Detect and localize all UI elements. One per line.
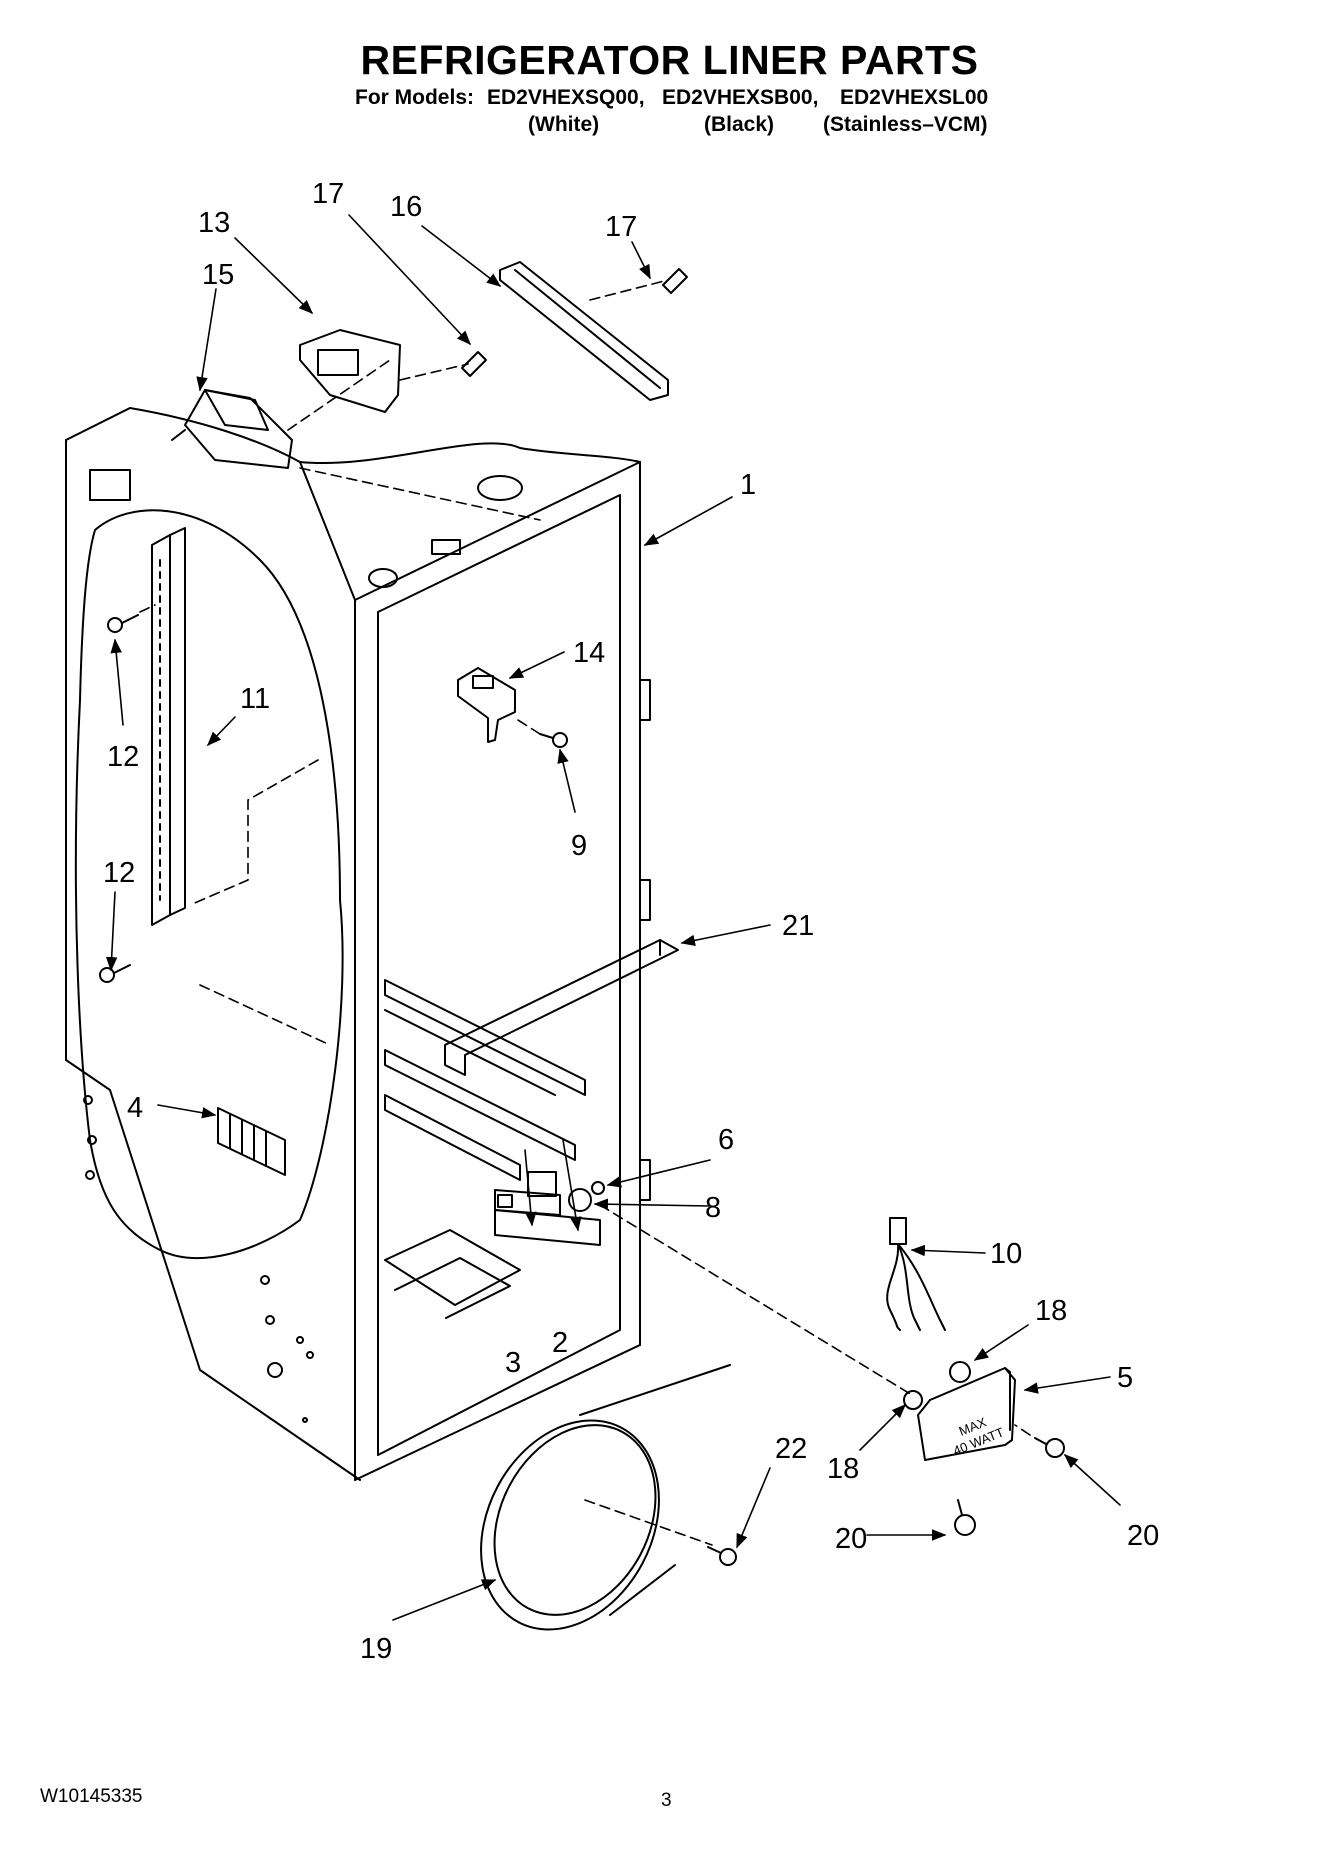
alignment-lines [139, 279, 1031, 1546]
part-20-bulb-lower [954, 1499, 976, 1536]
callout-13: 13 [198, 207, 230, 239]
part-20-bulb-right [1034, 1437, 1065, 1458]
screw-17-right [662, 268, 688, 294]
part-15-housing [171, 389, 293, 469]
screw-17-left [461, 351, 487, 377]
callout-19: 19 [360, 1633, 392, 1665]
part-18-clip-upper [949, 1361, 971, 1383]
callout-18-lower: 18 [827, 1453, 859, 1485]
page-title: REFRIGERATOR LINER PARTS [360, 37, 979, 83]
part-18-clip-lower [903, 1390, 923, 1410]
part-4-vent [217, 1107, 286, 1176]
callout-22: 22 [775, 1433, 807, 1465]
page-number: 3 [661, 1790, 672, 1811]
part-19-tubing [480, 1364, 731, 1631]
callout-14: 14 [573, 637, 605, 669]
model-stainless: ED2VHEXSL00 [840, 86, 989, 109]
part-6-nut [591, 1181, 605, 1195]
color-black: (Black) [704, 113, 775, 136]
part-10-wire-harness [886, 1217, 946, 1331]
callout-10: 10 [990, 1238, 1022, 1270]
models-label: For Models: [355, 86, 474, 109]
callout-1: 1 [740, 469, 756, 501]
callout-11: 11 [240, 683, 270, 715]
callout-12-upper: 12 [107, 741, 139, 773]
callout-4: 4 [127, 1092, 143, 1124]
callout-numbers: 1 2 3 4 5 6 8 9 10 11 12 12 13 14 15 16 … [103, 178, 1159, 1665]
screw-22 [707, 1546, 737, 1566]
callout-20-left: 20 [835, 1523, 867, 1555]
callout-17-left: 17 [312, 178, 344, 210]
callout-8: 8 [705, 1192, 721, 1224]
callout-6: 6 [718, 1124, 734, 1156]
callout-9: 9 [571, 830, 587, 862]
part-3-plate [494, 1189, 561, 1216]
callout-16: 16 [390, 191, 422, 223]
part-2-plate [494, 1209, 601, 1246]
callout-18-upper: 18 [1035, 1295, 1067, 1327]
callout-20-right: 20 [1127, 1520, 1159, 1552]
color-white: (White) [528, 113, 600, 136]
part-5-lamp-housing [917, 1367, 1016, 1461]
part-21-crossbar [444, 939, 679, 1076]
color-stainless: (Stainless–VCM) [823, 113, 988, 136]
callout-3: 3 [505, 1347, 521, 1379]
callout-2: 2 [552, 1327, 568, 1359]
callout-17-right: 17 [605, 211, 637, 243]
model-black: ED2VHEXSB00, [662, 86, 819, 109]
model-white: ED2VHEXSQ00, [487, 86, 645, 109]
callout-15: 15 [202, 259, 234, 291]
callout-leaders [105, 214, 1121, 1621]
callout-5: 5 [1117, 1362, 1133, 1394]
screw-12-upper [107, 614, 139, 633]
part-13-bracket [299, 329, 401, 413]
callout-12-lower: 12 [103, 857, 135, 889]
shelf-ladder-rail [151, 527, 186, 926]
part-14-bracket [457, 667, 516, 743]
screw-12-lower [99, 964, 131, 983]
document-code: W10145335 [40, 1786, 143, 1807]
callout-21: 21 [782, 910, 814, 942]
page-header: REFRIGERATOR LINER PARTS [0, 38, 1339, 82]
refrigerator-liner [65, 407, 651, 1481]
screw-9 [539, 732, 568, 748]
part-16-rail [499, 261, 669, 401]
